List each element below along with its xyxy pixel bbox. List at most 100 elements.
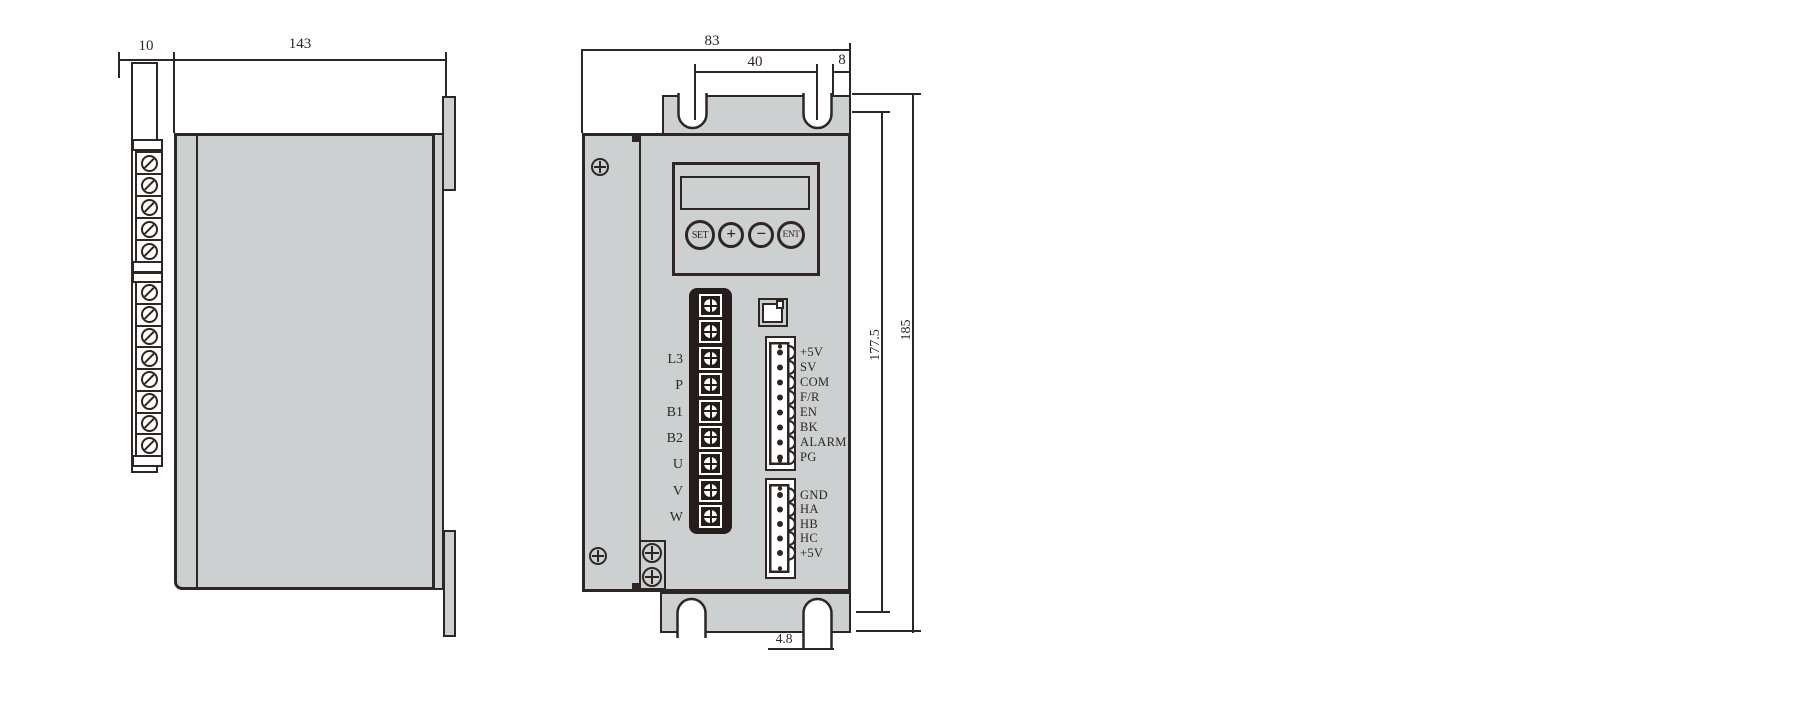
power-terminal-block xyxy=(689,288,732,534)
terminal-block-cap xyxy=(132,139,163,151)
dim-extension-line xyxy=(852,93,921,95)
dim-extension-line xyxy=(694,64,696,120)
set-button: SET xyxy=(685,220,715,250)
side-mounting-plate xyxy=(433,133,444,590)
dim-line-vertical xyxy=(912,93,914,633)
screw-icon xyxy=(140,176,158,194)
encoder-connector-body xyxy=(769,484,797,573)
screw-icon xyxy=(702,402,719,420)
connector-pin xyxy=(777,394,783,401)
dim-line-horizontal xyxy=(768,648,834,650)
pin-label: SV xyxy=(800,360,817,374)
dim-text-bottom-slot: 4.8 xyxy=(775,631,793,646)
terminal-cell xyxy=(137,173,161,195)
pin-label: BK xyxy=(800,420,818,434)
screw-icon xyxy=(702,376,719,394)
side-terminal-block-top xyxy=(135,151,163,263)
connector-pin xyxy=(777,506,783,513)
screw-icon xyxy=(702,297,719,314)
terminal-cell xyxy=(137,346,161,368)
front-panel-seam-line xyxy=(639,135,641,590)
panel-screw-icon xyxy=(589,547,607,565)
screw-icon xyxy=(702,323,719,341)
terminal-cell xyxy=(137,302,161,325)
connector-end-dot xyxy=(777,566,783,571)
screw-icon xyxy=(140,198,158,216)
dim-text-slot-spacing: 40 xyxy=(747,54,763,70)
terminal-label: B1 xyxy=(666,405,683,420)
ent-button: ENT xyxy=(777,221,805,249)
dim-text-right-tab: 8 xyxy=(838,52,846,68)
pin-label: EN xyxy=(800,405,818,419)
connector-pin xyxy=(777,521,783,527)
connector-pin xyxy=(777,349,783,356)
screw-icon xyxy=(702,428,719,446)
terminal-cell xyxy=(699,452,722,476)
terminal-label: P xyxy=(675,378,683,393)
dim-text-terminal-depth: 10 xyxy=(138,38,154,54)
terminal-cell xyxy=(699,320,722,344)
terminal-cell xyxy=(137,433,161,455)
screw-icon xyxy=(140,393,158,411)
mounting-slot-top-left xyxy=(677,93,708,130)
dim-line-horizontal xyxy=(582,49,851,51)
dim-line-horizontal xyxy=(695,71,818,73)
screw-icon xyxy=(140,220,158,238)
screw-icon xyxy=(140,371,158,389)
screw-icon xyxy=(140,327,158,345)
side-body-seam-line xyxy=(196,135,198,588)
mounting-slot-bottom-right xyxy=(802,597,833,650)
screw-icon xyxy=(140,349,158,367)
dim-extension-line xyxy=(581,49,583,133)
terminal-label: B2 xyxy=(666,431,683,446)
dim-extension-line xyxy=(856,630,921,632)
terminal-cell xyxy=(137,389,161,412)
terminal-cell xyxy=(699,294,722,317)
dim-extension-line xyxy=(832,64,834,96)
terminal-label: L3 xyxy=(667,352,683,367)
screw-icon xyxy=(702,508,719,525)
dim-extension-line xyxy=(856,611,890,613)
terminal-cell xyxy=(699,373,722,397)
dim-text-body-depth: 143 xyxy=(288,36,312,52)
terminal-cell xyxy=(137,217,161,239)
connector-pin xyxy=(777,424,783,431)
terminal-cell xyxy=(137,283,161,303)
terminal-cell xyxy=(137,411,161,434)
screw-icon xyxy=(702,455,719,473)
terminal-cell xyxy=(699,478,722,502)
screw-icon xyxy=(702,481,719,499)
pin-label: HA xyxy=(800,502,819,516)
dim-extension-line xyxy=(816,64,818,120)
dim-extension-line xyxy=(118,52,120,78)
connector-pin xyxy=(777,439,783,446)
dim-text-inner-height: 177.5 xyxy=(868,329,883,361)
dim-line-vertical xyxy=(881,111,883,613)
dim-extension-line xyxy=(852,111,890,113)
screw-icon xyxy=(702,349,719,367)
dim-text-width: 83 xyxy=(704,33,720,49)
seam-notch xyxy=(632,136,640,142)
terminal-cell xyxy=(137,368,161,390)
minus-button: − xyxy=(748,222,774,248)
signal-connector-body xyxy=(769,342,797,465)
terminal-label: V xyxy=(672,484,683,499)
terminal-cell xyxy=(137,153,161,173)
dim-text-overall-height: 185 xyxy=(899,319,914,341)
seam-notch xyxy=(632,583,640,589)
mounting-slot-bottom-left xyxy=(676,597,707,638)
pin-label: +5V xyxy=(800,546,824,560)
side-terminal-block-bottom xyxy=(135,281,163,457)
screw-icon xyxy=(140,306,158,324)
pin-label: HC xyxy=(800,531,818,545)
connector-end-dot xyxy=(777,486,783,491)
terminal-label: W xyxy=(669,510,683,525)
terminal-cell xyxy=(699,505,722,528)
rj45-latch xyxy=(776,300,784,309)
connector-housing xyxy=(769,484,790,573)
connector-pin xyxy=(777,364,783,371)
dim-line-horizontal xyxy=(119,59,446,61)
terminal-block-cap xyxy=(132,455,163,467)
pin-label: F/R xyxy=(800,390,820,404)
dim-line-horizontal xyxy=(834,71,851,73)
